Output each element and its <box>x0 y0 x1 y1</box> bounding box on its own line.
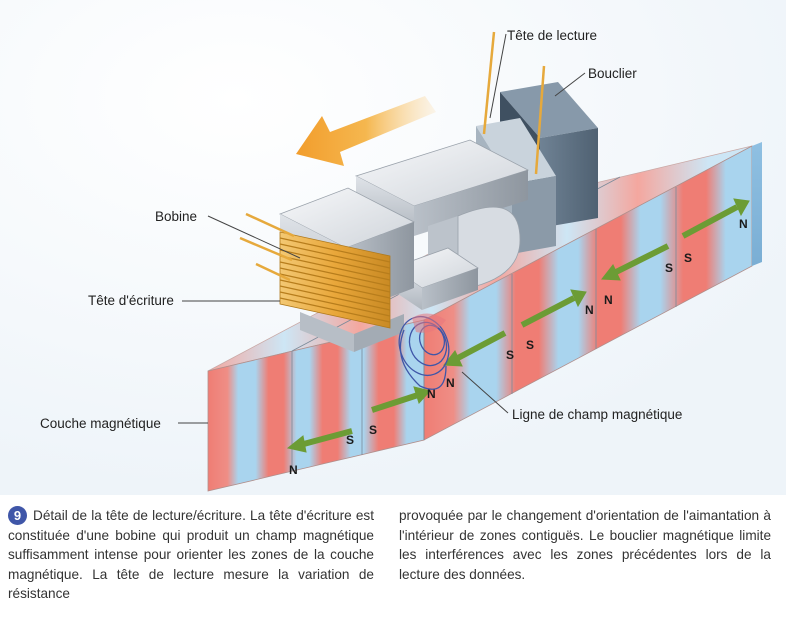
read-head-wires <box>482 31 546 175</box>
pole-labels: N S S N N S S N N S S N <box>289 217 748 477</box>
pole-n-2: N <box>427 387 436 401</box>
motion-direction-arrow <box>296 96 436 166</box>
pole-s-4: S <box>526 338 534 352</box>
arrow-zone-2 <box>371 386 431 413</box>
pole-n-5: N <box>604 293 613 307</box>
label-shield: Bouclier <box>588 66 637 81</box>
arrow-zone-4 <box>520 289 587 328</box>
read-write-head-diagram: N S S N N S S N N S S N <box>0 0 786 495</box>
label-coil: Bobine <box>155 209 197 224</box>
pole-s-2: S <box>369 423 377 437</box>
caption-right-text: provoquée par le changement d'orientatio… <box>399 508 771 582</box>
copper-coil <box>279 231 391 329</box>
arrow-zone-1 <box>286 428 353 453</box>
coil-wires <box>239 212 295 282</box>
label-write-head: Tête d'écriture <box>88 293 174 308</box>
pole-s-6: S <box>684 251 692 265</box>
arrow-zone-3 <box>443 330 507 367</box>
label-read-head: Tête de lecture <box>507 28 597 43</box>
pole-s-5: S <box>665 261 673 275</box>
pole-n-3: N <box>446 376 455 390</box>
label-field-line: Ligne de champ magnétique <box>512 407 682 422</box>
label-magnetic-layer: Couche magnétique <box>40 416 161 431</box>
caption-left-text: Détail de la tête de lecture/écriture. L… <box>8 508 374 601</box>
callout-lines <box>178 33 586 424</box>
figure-number-badge: 9 <box>8 506 27 525</box>
pole-n-6: N <box>739 217 748 231</box>
pole-s-1: S <box>346 433 354 447</box>
arrow-zone-6 <box>681 198 750 239</box>
pole-n-4: N <box>585 303 594 317</box>
pole-n-1: N <box>289 463 298 477</box>
caption-right-column: provoquée par le changement d'orientatio… <box>399 506 771 584</box>
pole-s-3: S <box>506 348 514 362</box>
arrow-zone-5 <box>601 243 670 281</box>
magnetization-arrows <box>286 198 750 453</box>
field-spot <box>412 313 446 333</box>
